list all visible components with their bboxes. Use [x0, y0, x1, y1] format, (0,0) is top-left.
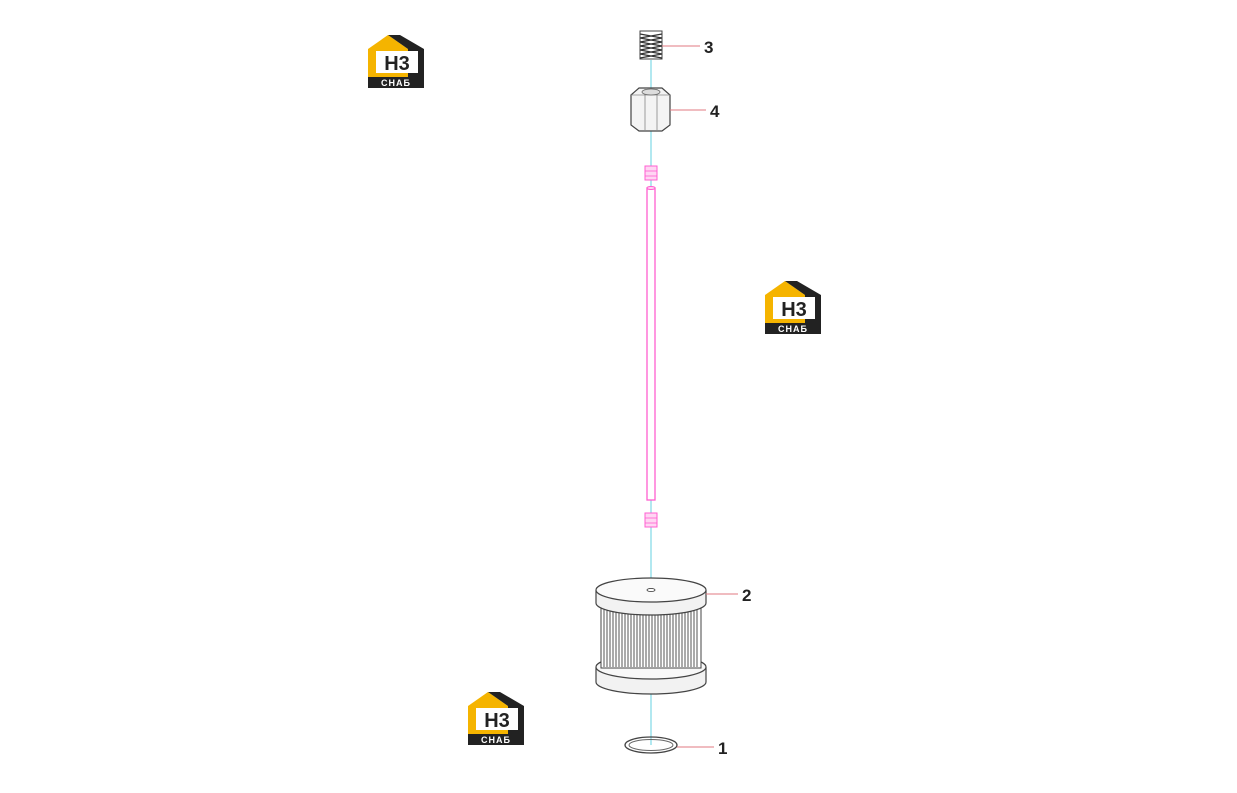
brand-logo-mark: Н3 [384, 53, 410, 75]
brand-logo-caption: СНАБ [481, 735, 511, 745]
brand-logo-mark: Н3 [484, 710, 510, 732]
part-o-ring [624, 736, 678, 754]
part-center-rod [646, 186, 656, 501]
part-filter-element [595, 577, 707, 695]
part-lower-fitting [644, 512, 658, 528]
part-hex-nut [630, 87, 671, 132]
brand-logo-caption: СНАБ [778, 324, 808, 334]
callout-1: 1 [718, 739, 727, 758]
part-upper-fitting [644, 165, 658, 181]
brand-logo-caption: СНАБ [381, 78, 411, 88]
brand-logo-mark: Н3 [781, 299, 807, 321]
part-spring [639, 30, 663, 60]
callout-3: 3 [704, 38, 713, 57]
callout-4: 4 [710, 102, 720, 121]
callout-2: 2 [742, 586, 751, 605]
